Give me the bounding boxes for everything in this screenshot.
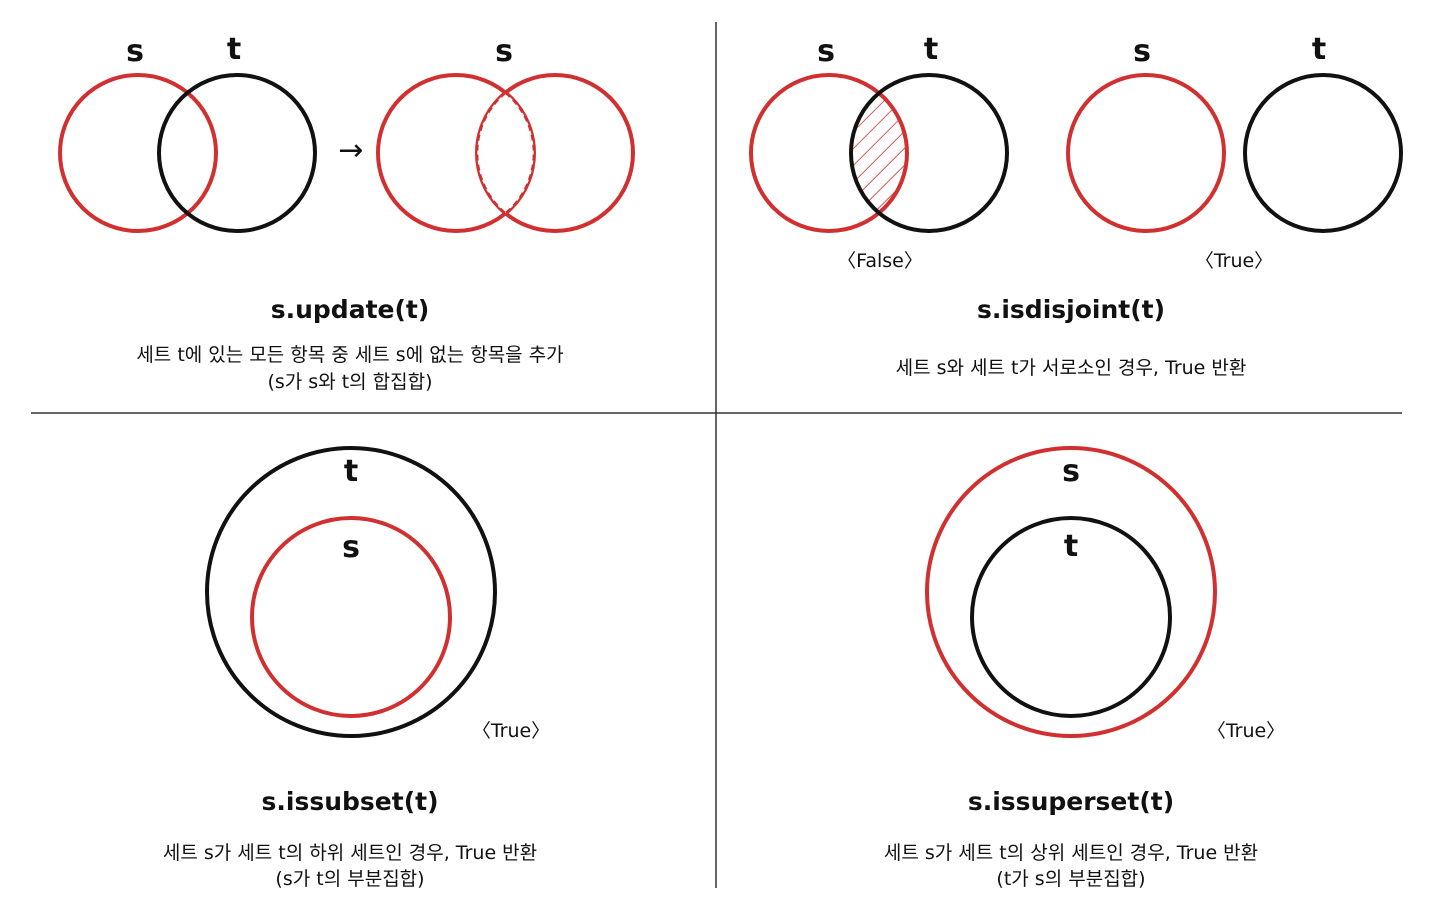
update-label-result: s [495, 34, 513, 69]
disjoint-circle-s-overlap [749, 73, 909, 233]
superset-outer-circle-s [925, 446, 1217, 738]
update-result-left-circle [376, 73, 536, 233]
update-result-erase [477, 93, 534, 213]
update-label-t: t [226, 32, 242, 67]
superset-label-t: t [1063, 529, 1079, 564]
update-result-right-circle [475, 73, 635, 233]
superset-inner-circle-t [970, 516, 1172, 718]
disjoint-result-false: 〈False〉 [837, 250, 923, 272]
subset-method-title: s.issubset(t) [261, 787, 439, 816]
disjoint-circle-t-overlap [849, 73, 1009, 233]
subset-desc-line2: (s가 t의 부분집합) [275, 868, 425, 890]
disjoint-hatched-intersection [851, 75, 907, 231]
subset-outer-circle-t [205, 446, 497, 738]
update-desc-line1: 세트 t에 있는 모든 항목 중 세트 s에 없는 항목을 추가 [136, 344, 564, 366]
disjoint-label-t1: t [923, 32, 939, 67]
update-desc-line2: (s가 s와 t의 합집합) [267, 371, 433, 393]
disjoint-result-true: 〈True〉 [1194, 250, 1274, 272]
subset-desc-line1: 세트 s가 세트 t의 하위 세트인 경우, True 반환 [162, 842, 538, 864]
subset-inner-circle-s [250, 516, 452, 718]
subset-label-s: s [342, 530, 360, 565]
disjoint-label-s1: s [817, 34, 835, 69]
superset-label-s: s [1062, 454, 1080, 489]
superset-desc-line2: (t가 s의 부분집합) [996, 868, 1146, 890]
arrow-icon: → [338, 133, 364, 168]
superset-desc-line1: 세트 s가 세트 t의 상위 세트인 경우, True 반환 [883, 842, 1259, 864]
update-method-title: s.update(t) [270, 295, 430, 324]
disjoint-label-t2: t [1311, 32, 1327, 67]
disjoint-circle-s-separate [1066, 73, 1226, 233]
superset-result-true: 〈True〉 [1206, 720, 1286, 742]
subset-label-t: t [343, 454, 359, 489]
update-circle-t [157, 73, 317, 233]
subset-result-true: 〈True〉 [471, 720, 551, 742]
disjoint-label-s2: s [1133, 34, 1151, 69]
disjoint-circle-t-separate [1243, 73, 1403, 233]
superset-method-title: s.issuperset(t) [967, 787, 1175, 816]
update-circle-s [58, 73, 218, 233]
disjoint-desc: 세트 s와 세트 t가 서로소인 경우, True 반환 [895, 357, 1247, 379]
disjoint-method-title: s.isdisjoint(t) [976, 295, 1166, 324]
update-label-s: s [126, 34, 144, 69]
